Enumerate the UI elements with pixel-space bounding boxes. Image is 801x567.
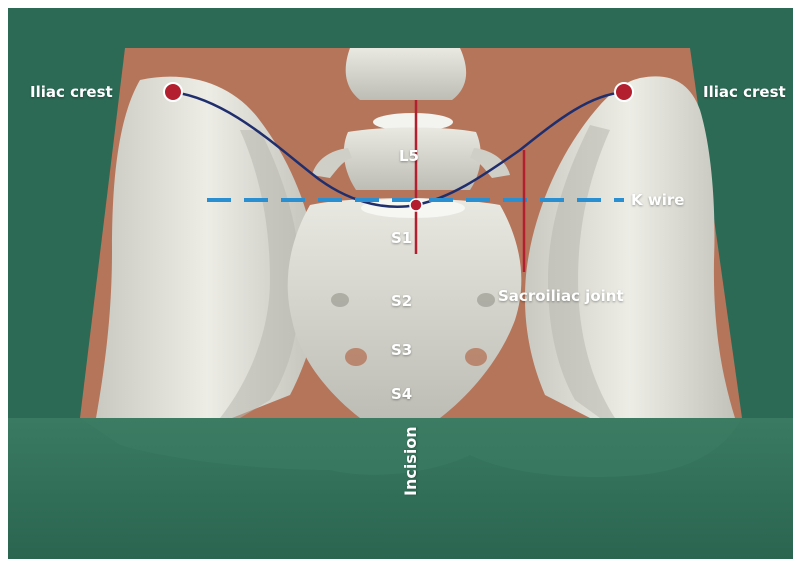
label-s1: S1 <box>391 229 412 247</box>
label-iliac-crest-left: Iliac crest <box>30 83 113 101</box>
label-iliac-crest-right: Iliac crest <box>703 83 786 101</box>
label-incision: Incision <box>401 426 420 496</box>
sacral-foramen-left-2 <box>331 293 349 307</box>
sacral-foramen-left <box>345 348 367 366</box>
label-s3: S3 <box>391 341 412 359</box>
iliac-crest-right-marker <box>615 83 633 101</box>
iliac-crest-left-marker <box>164 83 182 101</box>
sacral-foramen-right-2 <box>477 293 495 307</box>
label-l5: L5 <box>399 147 419 165</box>
label-sacroiliac-joint: Sacroiliac joint <box>498 287 624 305</box>
l5-s1-marker <box>410 199 422 211</box>
label-k-wire: K wire <box>631 191 684 209</box>
upper-vertebra <box>346 48 466 100</box>
label-s2: S2 <box>391 292 412 310</box>
sacral-foramen-right <box>465 348 487 366</box>
label-s4: S4 <box>391 385 412 403</box>
